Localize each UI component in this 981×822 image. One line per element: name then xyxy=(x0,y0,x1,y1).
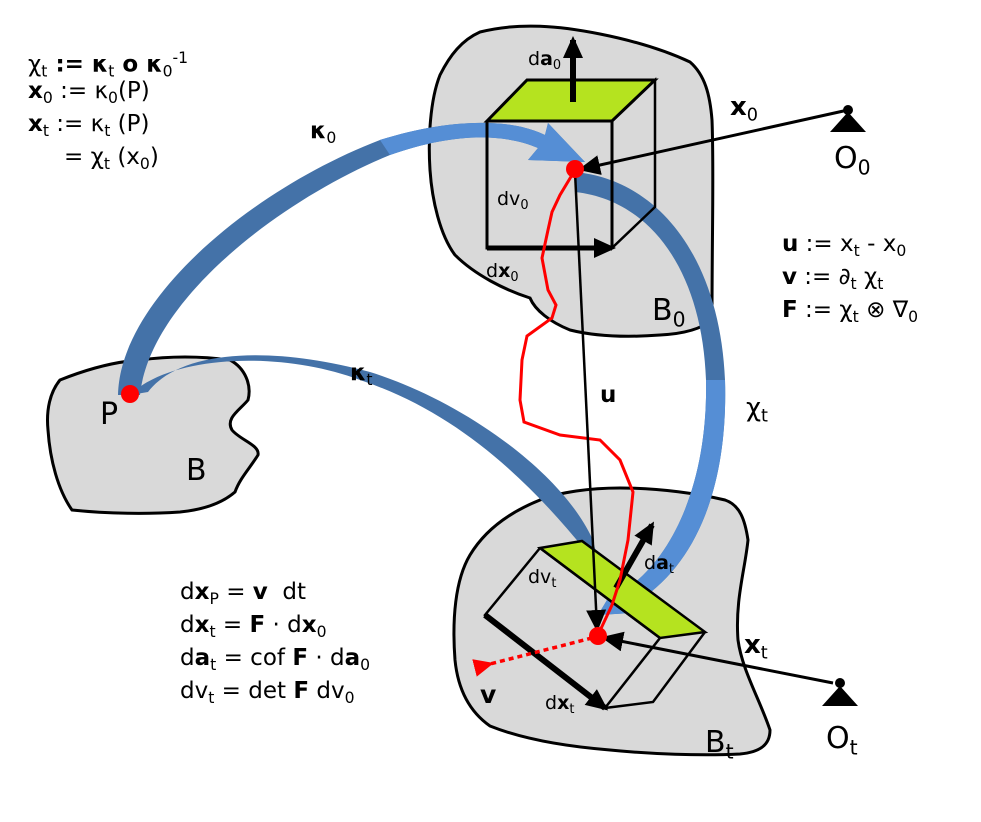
def-x0: x0 := κ0(P) xyxy=(28,78,150,107)
dxt-arrow xyxy=(483,612,609,711)
label-dat: dat xyxy=(644,552,674,578)
particle-trajectory xyxy=(518,169,635,636)
label-B: B xyxy=(186,453,207,488)
def-v: v := ∂t χt xyxy=(782,264,884,293)
label-da0: da0 xyxy=(528,48,562,74)
label-v: v xyxy=(480,680,497,709)
label-kappat: κt xyxy=(350,360,373,389)
origin-O0 xyxy=(830,105,866,132)
label-kappa0: κ0 xyxy=(310,118,337,147)
rel-dxt: dxt = F · dx0 xyxy=(180,612,327,641)
label-O0: O0 xyxy=(834,141,871,180)
label-P: P xyxy=(100,397,119,432)
body-Bt xyxy=(452,486,772,757)
def-chi: χt := κt o κ0-1 xyxy=(28,48,189,81)
label-u: u xyxy=(600,382,617,408)
label-chit: χt xyxy=(746,393,768,427)
point-x0 xyxy=(566,160,584,178)
def-xt-chi: = χt (x0) xyxy=(64,144,159,173)
label-dxt: dxt xyxy=(545,692,575,718)
rel-dvt: dvt = det F dv0 xyxy=(180,678,355,707)
def-u: u := xt - x0 xyxy=(782,231,907,260)
body-B0 xyxy=(427,24,715,338)
x0-position-arrow xyxy=(578,108,849,175)
label-xt: xt xyxy=(744,630,768,664)
label-dx0: dx0 xyxy=(486,260,519,286)
definitions-right: u := xt - x0 v := ∂t χt F := χt ⊗ ∇0 xyxy=(782,228,918,327)
label-B0: B0 xyxy=(652,293,686,332)
kappa-t-arrow xyxy=(130,355,602,572)
label-dvt: dvt xyxy=(528,566,557,592)
relations-bottom-left: dxP = v dt dxt = F · dx0 dat = cof F · d… xyxy=(180,576,370,708)
rel-dat: dat = cof F · da0 xyxy=(180,645,371,674)
label-Bt: Bt xyxy=(705,725,734,764)
label-dv0: dv0 xyxy=(497,188,529,214)
rel-dxP: dxP = v dt xyxy=(180,579,307,608)
origin-Ot xyxy=(822,678,858,706)
definitions-top-left: χt := κt o κ0-1 x0 := κ0(P) xt := κt (P)… xyxy=(28,42,188,174)
point-xt xyxy=(589,627,607,645)
point-P xyxy=(121,385,139,403)
def-F: F := χt ⊗ ∇0 xyxy=(782,297,919,326)
def-xt: xt := κt (P) xyxy=(28,111,150,140)
body-B xyxy=(46,355,260,515)
xt-position-arrow xyxy=(601,631,834,685)
label-Ot: Ot xyxy=(826,721,858,760)
u-displacement-arrow xyxy=(573,171,607,632)
label-x0: x0 xyxy=(730,92,759,126)
